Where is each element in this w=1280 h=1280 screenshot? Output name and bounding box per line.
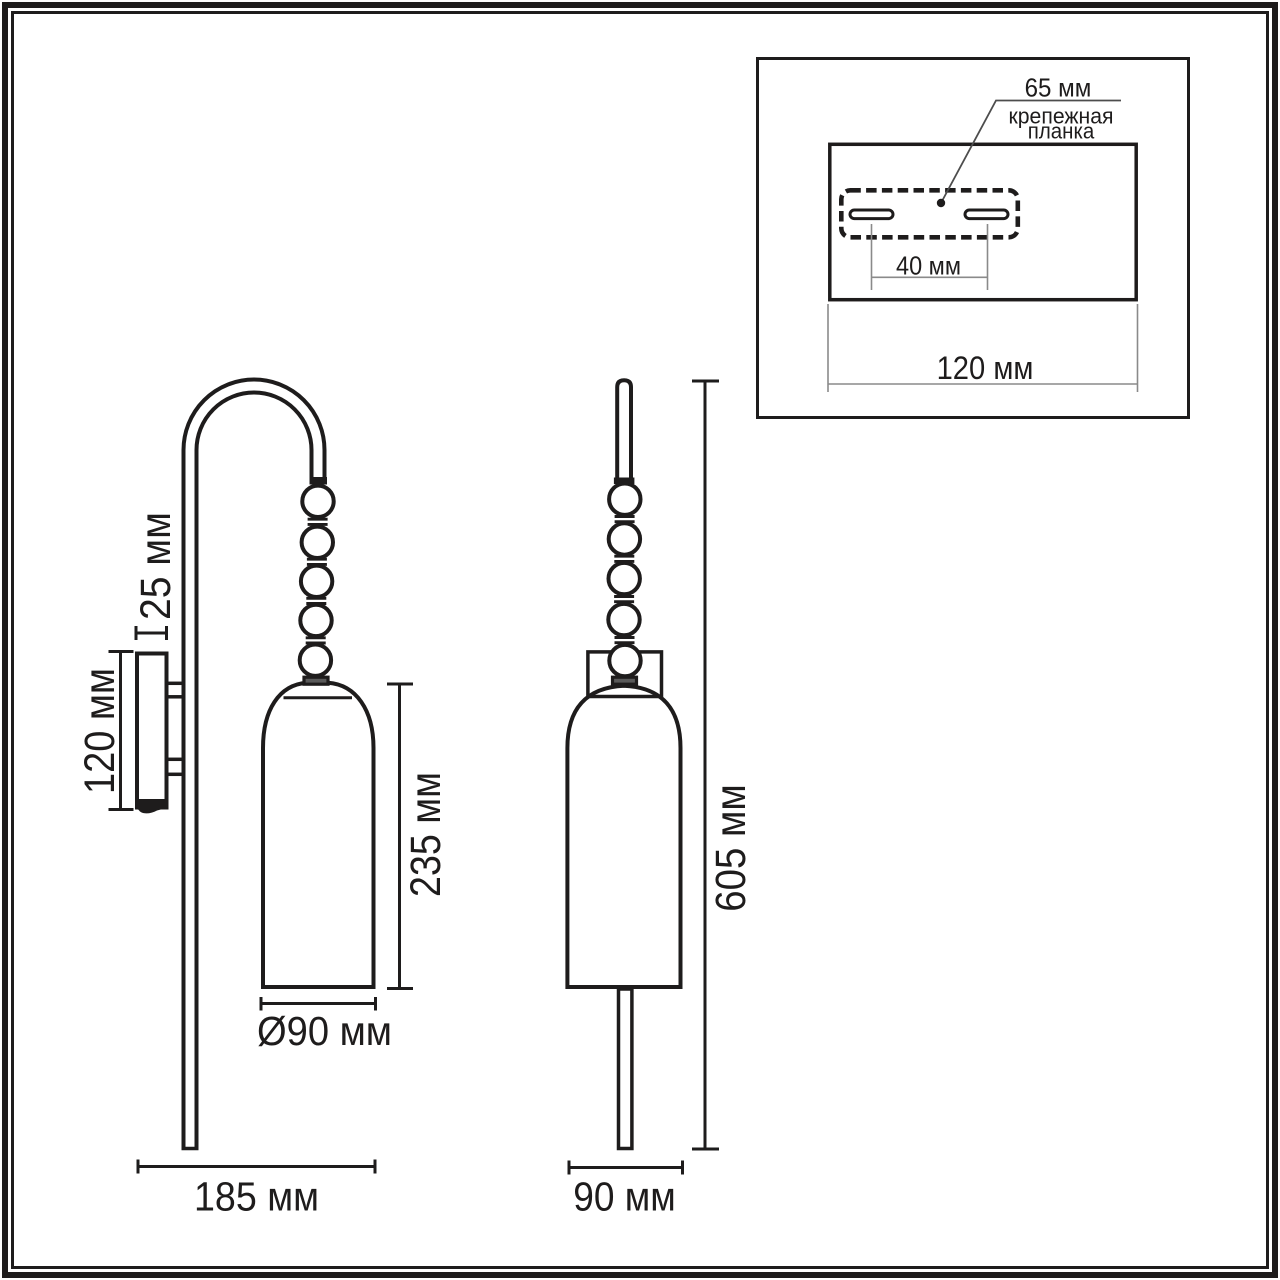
dim-plate-height xyxy=(108,650,134,811)
mounting-bar-dashed-outline xyxy=(838,188,1021,240)
bead xyxy=(607,642,643,679)
bead xyxy=(299,524,335,560)
label-overall-width: 90 мм xyxy=(573,1174,676,1220)
label-overall-depth: 185 мм xyxy=(194,1174,319,1220)
dim-shade-height xyxy=(387,682,413,990)
curved-arm-inner-line xyxy=(194,390,314,1149)
inner-frame xyxy=(11,11,1269,1269)
mount-slot-right xyxy=(963,208,1010,221)
mount-detail-panel: 65 мм крепежная планка 40 мм 120 мм xyxy=(756,57,1190,419)
mount-slot-left xyxy=(848,208,895,221)
leader-line xyxy=(940,99,1121,204)
label-plate-depth: 25 мм xyxy=(132,512,180,620)
curved-arm-outer-line xyxy=(181,377,327,1149)
dim-overall-width xyxy=(567,1160,684,1175)
label-plate-width: 120 мм xyxy=(937,350,1034,386)
label-callout-name-line2: планка xyxy=(1028,119,1095,144)
side-view: 605 мм 90 мм xyxy=(565,378,755,1220)
dim-shade-diameter xyxy=(259,997,377,1011)
lamp-shade-front xyxy=(261,680,376,989)
bead xyxy=(298,602,334,639)
bead xyxy=(298,563,335,599)
wall-plate-bottom-cap xyxy=(135,799,169,814)
arm-bead-connector xyxy=(309,477,327,485)
label-shade-height: 235 мм xyxy=(402,772,450,897)
label-hole-spacing: 40 мм xyxy=(896,251,961,281)
wall-plate-side xyxy=(135,651,169,810)
dim-plate-depth xyxy=(134,626,168,640)
lamp-shade-side xyxy=(565,683,683,989)
dim-plate-width xyxy=(827,304,1139,392)
bead xyxy=(606,601,642,638)
label-callout-name-line1: крепежная xyxy=(1009,104,1114,129)
label-plate-height: 120 мм xyxy=(76,668,124,794)
label-overall-height: 605 мм xyxy=(707,784,755,912)
label-callout-value: 65 мм xyxy=(1025,73,1092,103)
mount-plate-outline xyxy=(828,142,1138,302)
leader-dot xyxy=(936,198,946,208)
label-shade-diameter: Ø90 мм xyxy=(257,1008,392,1054)
bead xyxy=(300,483,336,519)
bead xyxy=(607,481,643,517)
bead xyxy=(606,560,642,597)
bead xyxy=(297,642,334,678)
bead-chain-front xyxy=(297,483,336,678)
dim-overall-depth xyxy=(136,1159,377,1174)
stem-top-side xyxy=(615,378,633,478)
stem-bottom-side xyxy=(616,987,634,1151)
dim-hole-spacing xyxy=(870,224,989,290)
front-view: 25 мм 120 мм 235 мм Ø90 мм 185 мм xyxy=(76,377,450,1220)
bead xyxy=(606,521,643,557)
bead-chain-side xyxy=(606,481,643,679)
bead-shade-flange-front xyxy=(302,675,330,686)
stem-bead-connector-side xyxy=(613,477,635,484)
dim-overall-height xyxy=(692,379,719,1151)
